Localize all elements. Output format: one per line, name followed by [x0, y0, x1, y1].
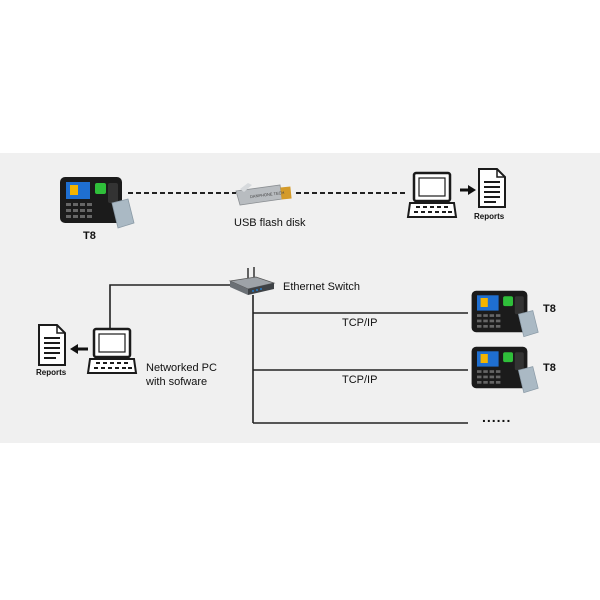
reports-label-left: Reports: [36, 368, 66, 377]
rfid-card-icon: [112, 199, 134, 228]
terminal-label: T8: [543, 303, 556, 315]
time-attendance-terminal-icon: [468, 343, 540, 401]
usb-label: USB flash disk: [234, 217, 306, 229]
time-attendance-terminal-icon: [468, 287, 540, 345]
time-attendance-terminal-icon: [56, 173, 136, 237]
usb-flash-disk-icon: DANPHONE TECH: [234, 179, 296, 211]
report-document-icon: [476, 167, 508, 209]
tcpip-label-1: TCP/IP: [342, 317, 377, 329]
diagram-panel: T8 DANPHONE TECH USB flash disk Reports: [0, 153, 600, 443]
arrow-right-icon: [460, 185, 476, 195]
ethernet-switch-label: Ethernet Switch: [283, 281, 360, 293]
computer-icon: [86, 325, 138, 377]
tcpip-label-2: TCP/IP: [342, 374, 377, 386]
networked-pc-label-line2: with sofware: [146, 376, 207, 388]
terminal-label: T8: [83, 230, 96, 242]
rfid-card-icon: [518, 367, 538, 393]
reports-label-top: Reports: [474, 212, 504, 221]
ethernet-switch-icon: [228, 265, 276, 299]
computer-icon: [406, 171, 458, 221]
rfid-card-icon: [518, 311, 538, 337]
more-devices-ellipsis: ......: [482, 409, 511, 425]
terminal-label: T8: [543, 362, 556, 374]
report-document-icon: [36, 323, 68, 367]
networked-pc-label-line1: Networked PC: [146, 362, 217, 374]
